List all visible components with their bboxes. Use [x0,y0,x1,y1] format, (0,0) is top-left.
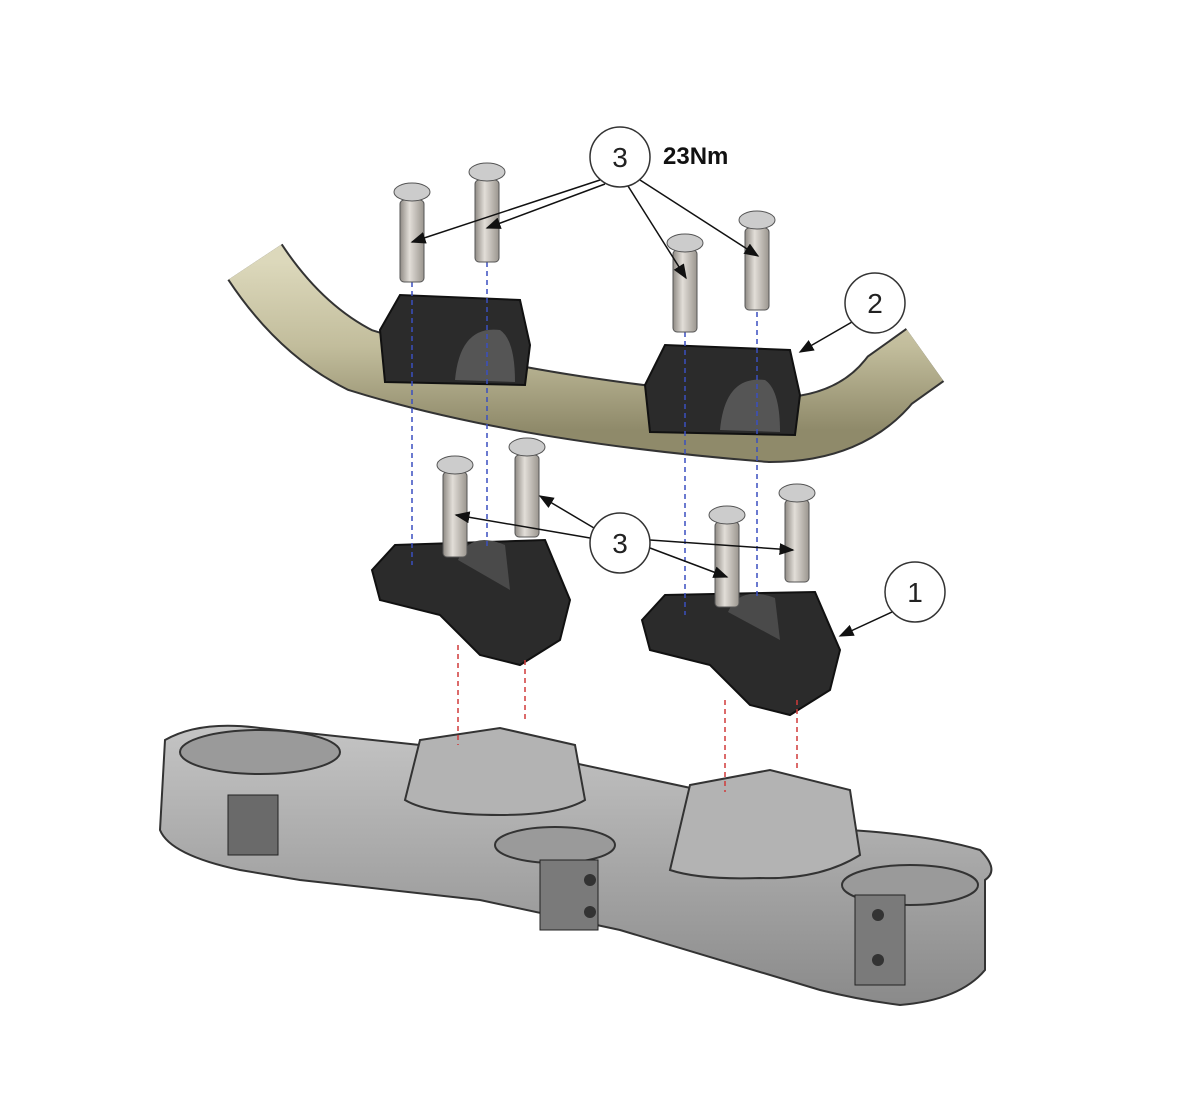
callout-handlebar-clamp: 2 [798,272,906,353]
bolt [666,233,704,333]
handlebar [227,243,945,464]
handlebar-clamp-right [643,343,802,437]
bolt [508,437,546,538]
callout-number: 3 [612,142,628,173]
lower-guide-lines [457,645,798,792]
upper-guide-lines [411,262,758,615]
triple-clamp [158,724,993,1007]
handlebar-clamp-left [378,293,532,387]
callout-number: 3 [612,528,628,559]
callout-number: 1 [907,577,923,608]
bolt [738,210,776,311]
bolts [393,162,816,608]
torque-spec: 23Nm [663,143,728,170]
riser-right [640,590,842,717]
callout-number: 2 [867,288,883,319]
bolt [708,505,746,608]
callout-riser: 1 [838,561,946,637]
bolt [778,483,816,583]
riser-left [370,538,572,667]
callout-lower-bolts: 3 [454,495,795,578]
bolt [393,182,431,283]
callout-top-bolts: 3 23Nm [410,126,760,280]
